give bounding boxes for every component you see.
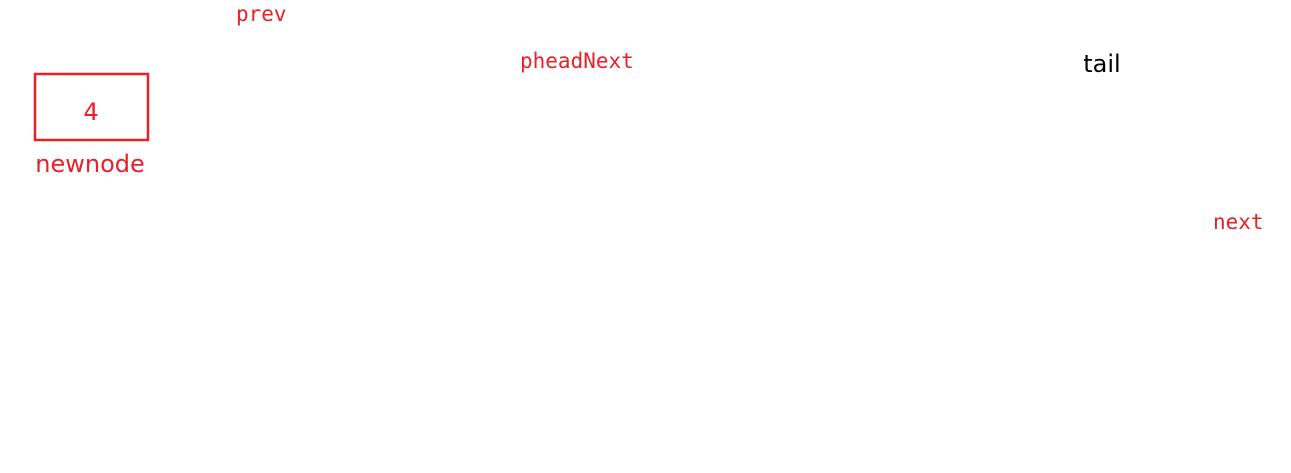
top-prev-label: prev (236, 2, 287, 26)
top-newnode: 4 newnode (33, 72, 150, 178)
top-next-label: next (1213, 210, 1264, 234)
top-newnode-box (33, 72, 150, 142)
top-newnode-value: 4 (83, 98, 98, 126)
top-pheadnext-label: pheadNext (520, 49, 634, 73)
top-newnode-label: newnode (35, 150, 145, 178)
top-tail-label: tail (1083, 50, 1120, 78)
top-diagram: 4 newnode prev pheadNext tail next D+"to… (33, 2, 1264, 234)
